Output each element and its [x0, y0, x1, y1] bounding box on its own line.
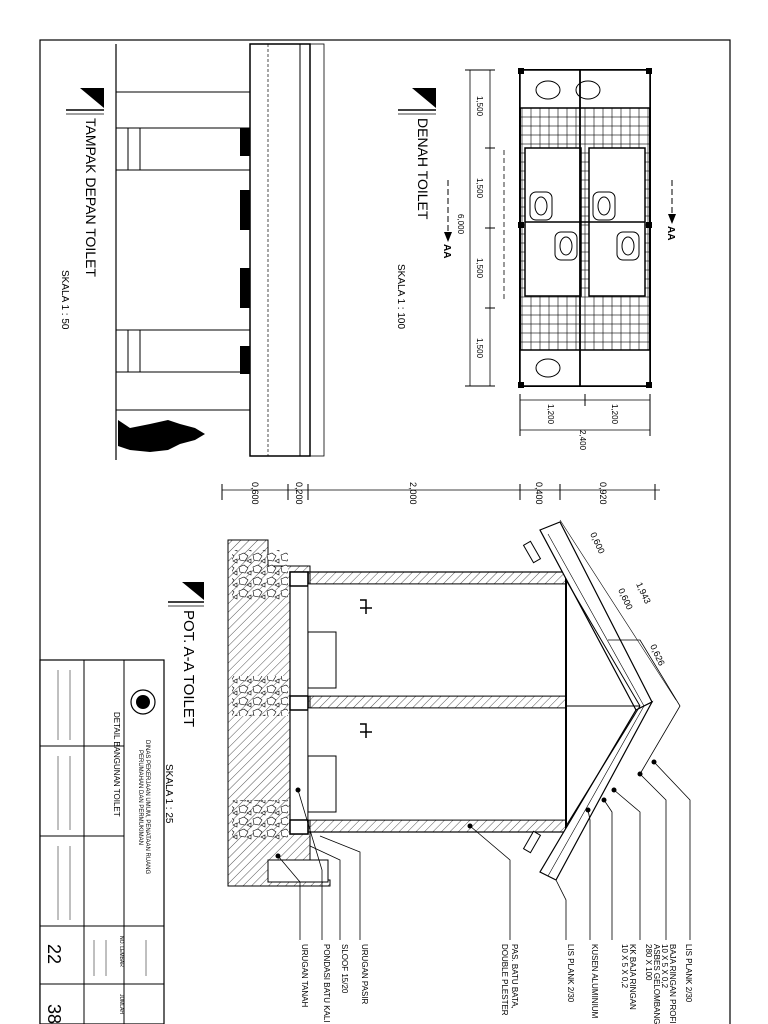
label-baja-ringan-profil: BAJA RINGAN PROFIL: [668, 944, 677, 1024]
sheet-number: 22: [44, 944, 64, 964]
plan-dim-4: 1,500: [475, 338, 484, 359]
roof-dim-4: 0,626: [648, 643, 667, 668]
section-scale: SKALA 1 : 25: [163, 764, 174, 824]
plan-dim-short-2: 1,200: [610, 404, 619, 425]
plan-dim-short-1: 1,200: [546, 404, 555, 425]
jumlah-label: JUMLAH: [118, 994, 124, 1014]
front-view-scale: SKALA 1 : 50: [59, 270, 70, 330]
label-plester: DOUBLE PLESTER: [500, 944, 509, 1016]
label-kk-baja-size: 10 X 5 X 0,2: [620, 944, 629, 989]
section-title: POT. A-A TOILET: [180, 610, 197, 727]
section-dim-2: 0,200: [294, 482, 304, 505]
section-aa: 0,600 0,200 2,000 0,400 0,920 0,600: [163, 482, 693, 1024]
sheet-border: [39, 39, 731, 1024]
plan-dim-short-total: 2,400: [578, 430, 587, 451]
section-mark-right: AA: [665, 226, 676, 240]
label-urugan-pasir: URUGAN PASIR: [360, 944, 369, 1005]
label-baja-ringan-size: 10 X 5 X 0,2: [660, 944, 669, 989]
label-kusen: KUSEN ALUMINIUM: [590, 944, 599, 1019]
floor-plan-title: DENAH TOILET: [415, 118, 431, 220]
sheet-total: 38: [44, 1004, 64, 1024]
label-lis-plank-top: LIS PLANK 2/30: [684, 944, 693, 1003]
section-mark-left: AA: [441, 244, 452, 258]
section-dim-1: 0,600: [250, 482, 260, 505]
plan-dim-1: 1,500: [475, 96, 484, 117]
plan-dim-2: 1,500: [475, 178, 484, 199]
plan-dim-3: 1,500: [475, 258, 484, 279]
section-dim-3: 2,000: [408, 482, 418, 505]
floor-plan-scale: SKALA 1 : 100: [395, 264, 406, 329]
drawing-title: DETAIL BANGUNAN TOILET: [112, 712, 121, 817]
label-pondasi: PONDASI BATU KALI: [322, 944, 331, 1023]
floor-plan: 1,500 1,500 1,500 1,500 6,000 1,200 1,20…: [395, 68, 676, 451]
section-dim-5: 0,920: [598, 482, 608, 505]
title-block: DINAS PEKERJAAN UMUM, PENATAAN RUANG PER…: [39, 659, 165, 1024]
label-kk-baja: KK BAJA RINGAN: [628, 944, 637, 1010]
roof-dim-1: 0,600: [588, 531, 607, 556]
agency-name-line2: PERUMAHAN DAN PERMUKIMAN: [137, 750, 143, 845]
front-view-title: TAMPAK DEPAN TOILET: [83, 118, 99, 277]
label-urugan-tanah: URUGAN TANAH: [300, 944, 309, 1007]
label-lis-plank-bottom: LIS PLANK 2/30: [566, 944, 575, 1003]
front-view: TAMPAK DEPAN TOILET SKALA 1 : 50: [59, 43, 325, 460]
plan-dim-total: 6,000: [456, 214, 465, 235]
label-asbes-size: 280 X 100: [644, 944, 653, 981]
label-sloof: SLOOF 15/20: [340, 944, 349, 994]
roof-dim-3: 1,943: [634, 581, 653, 606]
label-asbes: ASBES GELOMBANG: [652, 944, 661, 1024]
no-lembar-label: NO. LEMBAR: [118, 936, 124, 967]
section-dim-4: 0,400: [534, 482, 544, 505]
roof-dim-2: 0,600: [616, 587, 635, 612]
agency-name: DINAS PEKERJAAN UMUM, PENATAAN RUANG: [144, 740, 150, 874]
label-batu-bata: PAS. BATU BATA,: [510, 944, 519, 1009]
